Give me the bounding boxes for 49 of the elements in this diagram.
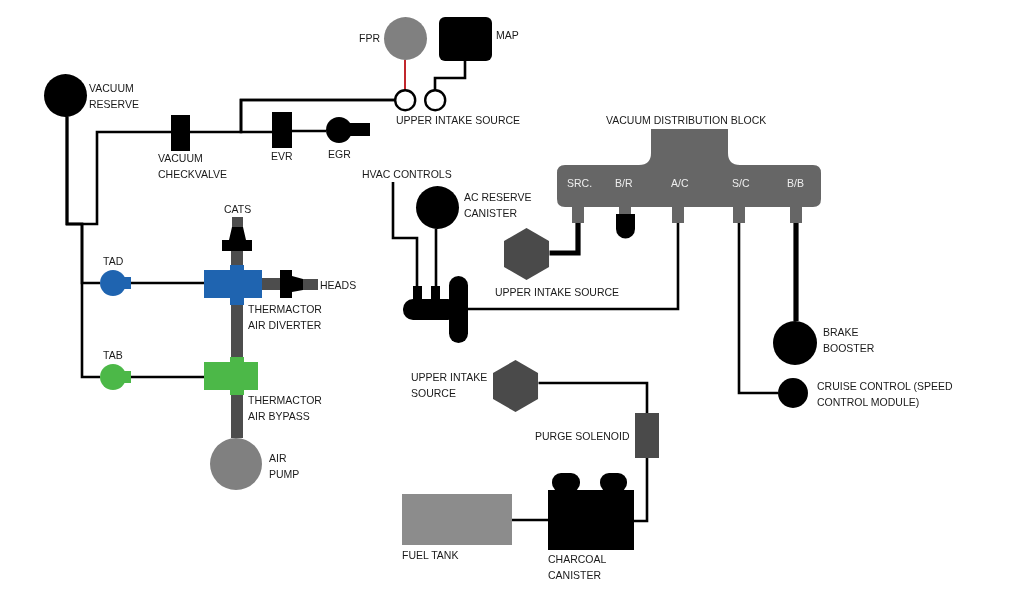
thick-hose-line — [262, 278, 280, 290]
component-label: FPR — [359, 31, 380, 46]
component-label: THERMACTOR AIR DIVERTER — [248, 302, 323, 333]
hose-line — [65, 116, 100, 379]
hose-line — [538, 381, 649, 413]
thick-hose-line — [231, 305, 243, 357]
component-label: UPPER INTAKE SOURCE — [411, 370, 489, 401]
component-label: CATS — [224, 202, 252, 217]
component-label: THERMACTOR AIR BYPASS — [248, 393, 323, 424]
hose-line — [131, 375, 204, 379]
component-label: HEADS — [320, 278, 357, 293]
component-label: BRAKE BOOSTER — [823, 325, 876, 356]
component-label: CRUISE CONTROL (SPEED CONTROL MODULE) — [817, 379, 954, 410]
hose-line — [512, 518, 548, 522]
hose-line — [634, 458, 649, 523]
thick-hose-line — [793, 223, 799, 321]
hose-line — [131, 281, 204, 285]
component-label: VACUUM RESERVE — [89, 81, 140, 112]
port-label: A/C — [671, 176, 689, 191]
hose-line — [737, 223, 778, 395]
hose-line — [468, 223, 680, 311]
component-label: VACUUM CHECKVALVE — [158, 151, 229, 182]
component-label: AIR PUMP — [269, 451, 301, 482]
thick-hose-line — [231, 395, 243, 438]
port-label: SRC. — [567, 176, 593, 191]
component-label: CHARCOAL CANISTER — [548, 552, 607, 583]
component-label: FUEL TANK — [402, 548, 459, 563]
port-label: B/R — [615, 176, 633, 191]
component-label: PURGE SOLENOID — [535, 429, 630, 444]
component-label: EGR — [328, 147, 351, 162]
component-label: VACUUM DISTRIBUTION BLOCK — [606, 113, 767, 128]
hose-line — [433, 61, 467, 90]
port-label: B/B — [787, 176, 804, 191]
hose-line — [292, 129, 326, 133]
component-label: HVAC CONTROLS — [362, 167, 452, 182]
component-label: TAB — [103, 348, 123, 363]
component-label: UPPER INTAKE SOURCE — [495, 285, 620, 300]
hose-line — [404, 58, 406, 91]
hose-line — [391, 182, 419, 286]
thick-hose-line — [231, 251, 243, 265]
hose-line — [239, 98, 395, 134]
hose-line — [434, 228, 438, 286]
component-label: TAD — [103, 254, 124, 269]
thick-hose-line — [549, 223, 581, 256]
component-label: MAP — [496, 28, 519, 43]
component-label: UPPER INTAKE SOURCE — [396, 113, 521, 128]
component-label: EVR — [271, 149, 293, 164]
component-label: AC RESERVE CANISTER — [464, 190, 533, 221]
port-label: S/C — [732, 176, 750, 191]
